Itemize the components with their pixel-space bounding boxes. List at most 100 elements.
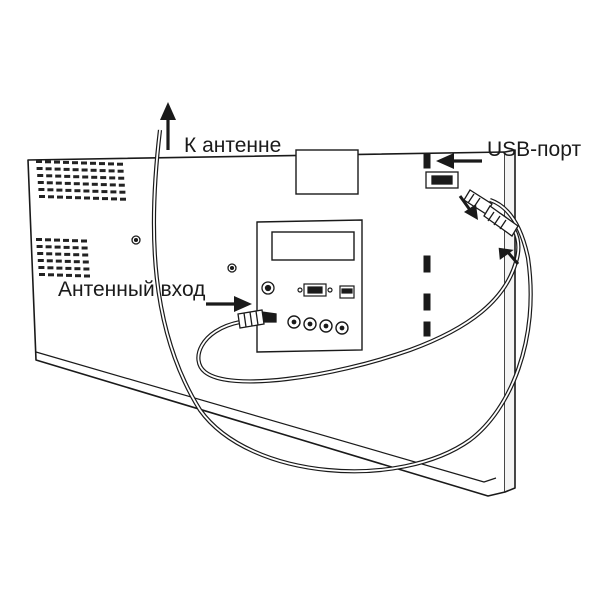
arrow-left-icon: [436, 153, 482, 169]
vent-slot: [48, 273, 54, 277]
vent-slot: [91, 175, 98, 179]
arrow-down-right-icon: [458, 195, 478, 220]
rca-jacks: [287, 315, 349, 335]
vent-slot: [39, 273, 45, 276]
vent-slot: [48, 195, 54, 199]
vent-slot: [90, 161, 96, 165]
service-port: [339, 285, 355, 299]
vent-slot: [36, 160, 42, 163]
vent-slot: [82, 175, 89, 179]
vent-slot: [110, 190, 117, 194]
vent-slot: [46, 174, 53, 178]
vent-slot: [91, 182, 98, 186]
vent-slot: [73, 182, 80, 186]
vent-slot: [64, 174, 71, 178]
vent-slot: [54, 238, 60, 242]
vent-slot: [111, 197, 117, 201]
vent-slot: [45, 245, 52, 249]
vent-slot: [117, 162, 123, 166]
vent-slot: [39, 195, 45, 198]
vent-slot: [55, 259, 62, 263]
vent-slot: [63, 245, 70, 249]
vent-slot: [72, 246, 79, 250]
vent-slot: [63, 167, 70, 171]
arrow-up-left-icon: [498, 247, 520, 265]
vent-slot: [119, 190, 126, 194]
vent-slot: [37, 174, 44, 177]
vent-slot: [72, 168, 79, 172]
vent-slot: [54, 167, 61, 171]
stand-mount-plate: [295, 149, 359, 195]
vent-slot: [46, 259, 53, 263]
vent-slot: [46, 252, 53, 256]
vent-slot: [64, 259, 71, 263]
vent-slot: [82, 260, 89, 264]
vent-slot: [81, 239, 87, 243]
vent-slot: [118, 176, 125, 180]
vent-slot: [56, 266, 63, 270]
vent-slot: [83, 189, 90, 193]
antenna-input-jack: [261, 281, 275, 295]
usb-port: [425, 171, 459, 189]
vent-slot: [64, 181, 71, 185]
arrow-right-icon: [206, 296, 252, 312]
vent-slot: [37, 181, 44, 184]
vent-slot: [36, 238, 42, 241]
vent-slot: [37, 259, 44, 262]
vent-slot: [64, 252, 71, 256]
vent-slot: [66, 273, 72, 277]
vent-slot: [82, 253, 89, 257]
vent-slot: [109, 183, 116, 187]
vent-slot: [73, 175, 80, 179]
rca-jack: [303, 317, 317, 331]
vent-slot: [55, 252, 62, 256]
vent-slot: [63, 160, 69, 164]
to-antenna-label: К антенне: [184, 134, 282, 157]
vent-slot: [57, 273, 63, 277]
vent-slot: [84, 196, 90, 200]
vent-slot: [72, 239, 78, 243]
rca-jack: [319, 319, 333, 333]
vent-slot: [38, 266, 45, 269]
vent-slot: [90, 168, 97, 172]
vent-slot: [37, 252, 44, 255]
mounting-screws: [131, 235, 237, 273]
vent-slot: [82, 182, 89, 186]
ventilation-grille: [36, 160, 126, 278]
vent-slot: [47, 188, 54, 192]
usb-port-label: USB-порт: [487, 138, 582, 161]
rca-jack: [287, 315, 301, 329]
vent-slot: [99, 162, 105, 166]
vent-slot: [118, 183, 125, 187]
vent-slot: [81, 168, 88, 172]
antenna-cable: [151, 129, 533, 474]
vent-slot: [72, 161, 78, 165]
vent-slot: [36, 167, 43, 170]
vent-slot: [83, 267, 90, 271]
vent-slot: [66, 195, 72, 199]
vent-slot: [45, 167, 52, 171]
vent-slot: [55, 181, 62, 185]
rca-jack: [335, 321, 349, 335]
vent-slot: [36, 245, 43, 248]
antenna-input-label: Антенный вход: [58, 278, 206, 301]
vent-slot: [99, 169, 106, 173]
usb-cable-plugs: [463, 189, 519, 237]
vent-slot: [47, 266, 54, 270]
vent-slot: [109, 176, 116, 180]
vent-slot: [102, 197, 108, 201]
vent-slot: [75, 274, 81, 278]
vent-slot: [54, 160, 60, 164]
vent-slot: [101, 190, 108, 194]
vent-slot: [120, 197, 126, 201]
vent-slot: [81, 161, 87, 165]
vent-slot: [81, 246, 88, 250]
vent-slot: [108, 169, 115, 173]
vent-slot: [73, 260, 80, 264]
vent-slot: [73, 253, 80, 257]
vent-slot: [75, 196, 81, 200]
vent-slot: [84, 274, 90, 278]
vent-slot: [117, 169, 124, 173]
vent-slot: [45, 160, 51, 164]
